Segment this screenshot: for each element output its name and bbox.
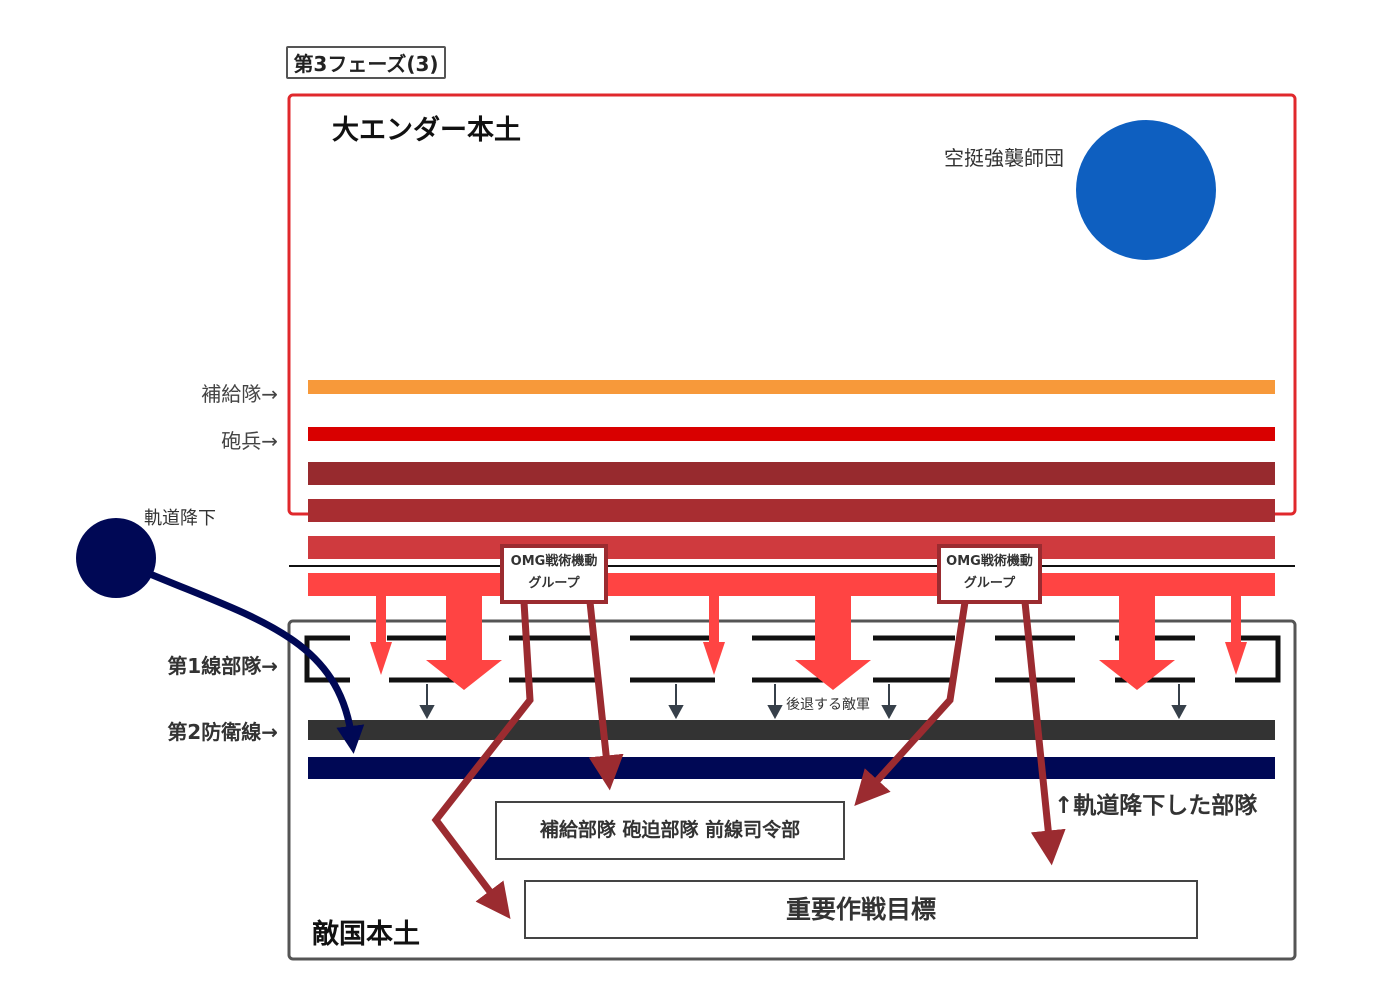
omg-arrows bbox=[431, 601, 1066, 919]
orbital-drop-path bbox=[148, 570, 365, 754]
phase-label: 第3フェーズ(3) bbox=[286, 46, 446, 79]
retreat-label: 後退する敵軍 bbox=[786, 697, 870, 713]
omg-arrow-to-orbital-units bbox=[1021, 601, 1066, 866]
rear-targets-box: 補給部隊 砲迫部隊 前線司令部 bbox=[495, 801, 845, 860]
large-thrust-arrows bbox=[426, 596, 1175, 690]
artillery-side-label: 砲兵→ bbox=[221, 429, 278, 453]
airborne-division-label: 空挺強襲師団 bbox=[944, 146, 1064, 170]
thrust-arrow-large-2 bbox=[795, 596, 871, 690]
supply-band bbox=[308, 380, 1275, 394]
thrust-arrow-large-3 bbox=[1099, 596, 1175, 690]
enemy-region-border bbox=[287, 619, 1297, 961]
omg-group-1-line2: グループ bbox=[528, 576, 580, 591]
omg-arrow-to-rear-1 bbox=[586, 601, 624, 791]
omg-group-box-2: OMG戦術機動 グループ bbox=[937, 544, 1042, 604]
omg-group-box-1: OMG戦術機動 グループ bbox=[500, 544, 608, 604]
key-objective-label: 重要作戦目標 bbox=[785, 895, 936, 924]
band-dark-2 bbox=[308, 499, 1275, 522]
orbital-drop-circle bbox=[76, 518, 156, 598]
retreat-arrows bbox=[419, 684, 1187, 720]
second-line-side-label: 第2防衛線→ bbox=[167, 720, 278, 744]
home-region-title: 大エンダー本土 bbox=[332, 115, 521, 146]
second-line-band bbox=[308, 720, 1275, 740]
rear-targets-label: 補給部隊 砲迫部隊 前線司令部 bbox=[539, 819, 801, 841]
first-line-side-label: 第1線部隊→ bbox=[167, 654, 278, 678]
thrust-arrow-small-3 bbox=[1225, 596, 1247, 675]
thrust-arrow-large-1 bbox=[426, 596, 502, 690]
thrust-arrow-small-1 bbox=[370, 596, 392, 675]
omg-group-2-line1: OMG戦術機動 bbox=[946, 554, 1033, 569]
supply-side-label: 補給隊→ bbox=[201, 382, 278, 406]
omg-group-1-line1: OMG戦術機動 bbox=[510, 554, 598, 569]
key-objective-box: 重要作戦目標 bbox=[524, 880, 1198, 939]
band-dark-1 bbox=[308, 462, 1275, 485]
small-thrust-arrows bbox=[370, 596, 1247, 675]
omg-group-2-line2: グループ bbox=[963, 576, 1016, 591]
orbital-units-label: ↑軌道降下した部隊 bbox=[1054, 793, 1258, 819]
artillery-band bbox=[308, 427, 1275, 441]
thrust-arrow-small-2 bbox=[703, 596, 725, 675]
enemy-region-title: 敵国本土 bbox=[312, 919, 420, 950]
band-light bbox=[308, 536, 1275, 559]
airborne-division-circle bbox=[1076, 120, 1216, 260]
omg-arrow-to-rear-2 bbox=[854, 601, 969, 806]
omg-arrow-to-objective bbox=[431, 601, 534, 919]
orbital-drop-label: 軌道降下 bbox=[144, 508, 216, 529]
band-front bbox=[308, 573, 1275, 596]
navy-band bbox=[308, 757, 1275, 779]
